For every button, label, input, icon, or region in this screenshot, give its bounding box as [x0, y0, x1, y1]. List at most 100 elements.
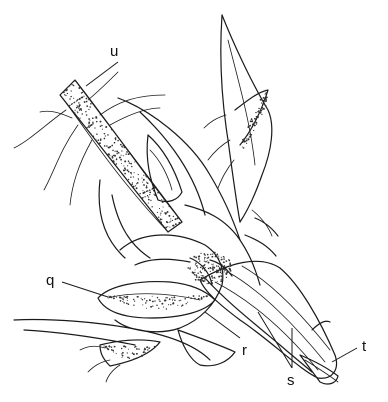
- stipple-dot: [200, 271, 201, 272]
- stipple-dot: [133, 176, 134, 177]
- stipple-dot: [112, 350, 114, 352]
- stipple-dot: [130, 163, 132, 165]
- stipple-dot: [116, 159, 118, 161]
- stipple-dot: [253, 130, 254, 131]
- stipple-dot: [89, 106, 91, 108]
- stipple-dot: [77, 106, 78, 107]
- stipple-dot: [188, 296, 189, 297]
- stipple-dot: [114, 151, 115, 152]
- stipple-dot: [150, 200, 151, 201]
- stipple-dot: [221, 259, 223, 261]
- stipple-dot: [64, 94, 65, 95]
- stipple-dot: [150, 180, 151, 181]
- stipple-dot: [265, 94, 266, 95]
- stipple-dot: [127, 165, 128, 166]
- stipple-dot: [250, 136, 252, 138]
- stipple-dot: [146, 176, 147, 177]
- stipple-dot: [169, 206, 170, 207]
- stipple-dot: [89, 120, 90, 121]
- stipple-dot: [184, 298, 186, 300]
- stipple-dot: [124, 160, 126, 162]
- stipple-dot: [255, 122, 257, 124]
- stipple-dot: [147, 182, 149, 184]
- stipple-dot: [99, 142, 101, 144]
- stipple-dot: [242, 141, 244, 143]
- stipple-dot: [196, 274, 198, 276]
- stipple-dot: [195, 260, 196, 261]
- stipple-dot: [121, 155, 122, 156]
- stipple-dot: [85, 111, 86, 112]
- stipple-dot: [224, 262, 225, 263]
- stipple-dot: [211, 280, 213, 282]
- stipple-dot: [208, 262, 210, 264]
- stipple-dot: [133, 304, 134, 305]
- stipple-dot: [167, 231, 168, 232]
- stipple-dot: [96, 133, 98, 135]
- stipple-dot: [201, 277, 203, 279]
- stipple-dot: [202, 268, 204, 270]
- stipple-dot: [100, 140, 101, 141]
- stipple-dot: [247, 134, 248, 135]
- stipple-dot: [198, 258, 200, 260]
- stipple-dot: [204, 257, 206, 259]
- stipple-dot: [157, 192, 159, 194]
- stipple-dot: [262, 103, 264, 105]
- leader-lines: [62, 62, 357, 368]
- stipple-dot: [157, 212, 158, 213]
- elongated-florets: [200, 260, 338, 384]
- stipple-dot: [77, 105, 78, 106]
- stipple-dot: [220, 269, 222, 271]
- stipple-dot: [78, 102, 79, 103]
- stipple-dot: [129, 357, 130, 358]
- stipple-dot: [208, 282, 210, 284]
- stipple-dot: [79, 98, 81, 100]
- leader-t: [332, 348, 357, 362]
- stipple-dot: [221, 278, 222, 279]
- stipple-dot: [164, 199, 165, 200]
- stipple-dot: [119, 157, 121, 159]
- stipple-dot: [251, 121, 253, 123]
- stipple-dot: [158, 299, 159, 300]
- stipple-dot: [220, 271, 222, 273]
- stipple-dot: [217, 257, 218, 258]
- stipple-dot: [105, 126, 107, 128]
- stipple-dot: [96, 121, 97, 122]
- stipple-dot: [142, 190, 143, 191]
- stipple-dot: [138, 174, 139, 175]
- stipple-dot: [195, 279, 197, 281]
- stipple-dot: [96, 117, 98, 119]
- stipple-dot: [86, 101, 88, 103]
- stipple-dot: [113, 160, 114, 161]
- stipple-dot: [128, 349, 129, 350]
- stipple-dot: [149, 189, 151, 191]
- stipple-dot: [78, 107, 80, 109]
- stipple-dot: [144, 348, 146, 350]
- stipple-dot: [198, 273, 199, 274]
- stipple-dot: [167, 297, 168, 298]
- stipple-dot: [246, 140, 248, 142]
- stipple-dot: [261, 98, 262, 99]
- stipple-dot: [102, 129, 103, 130]
- stipple-dot: [194, 298, 195, 299]
- stipple-dot: [128, 179, 129, 180]
- stipple-dot: [88, 118, 90, 120]
- stipple-dot: [81, 96, 83, 98]
- stipple-dot: [144, 196, 145, 197]
- stipple-dot: [77, 111, 78, 112]
- stipple-dot: [152, 301, 154, 303]
- stipple-dot: [203, 277, 205, 279]
- stipple-dot: [203, 296, 205, 298]
- stipple-dot: [131, 183, 133, 185]
- stipple-dot: [210, 254, 211, 255]
- stipple-dot: [147, 190, 149, 192]
- stipple-dot: [164, 300, 166, 302]
- stipple-dot: [128, 160, 130, 162]
- stipple-dot: [124, 147, 126, 149]
- stipple-dot: [204, 261, 205, 262]
- stipple-dot: [123, 169, 125, 171]
- stipple-dot: [131, 173, 132, 174]
- stipple-dot: [134, 161, 135, 162]
- stipple-dot: [218, 256, 219, 257]
- stipple-dot: [81, 110, 82, 111]
- stipple-dot: [260, 99, 262, 101]
